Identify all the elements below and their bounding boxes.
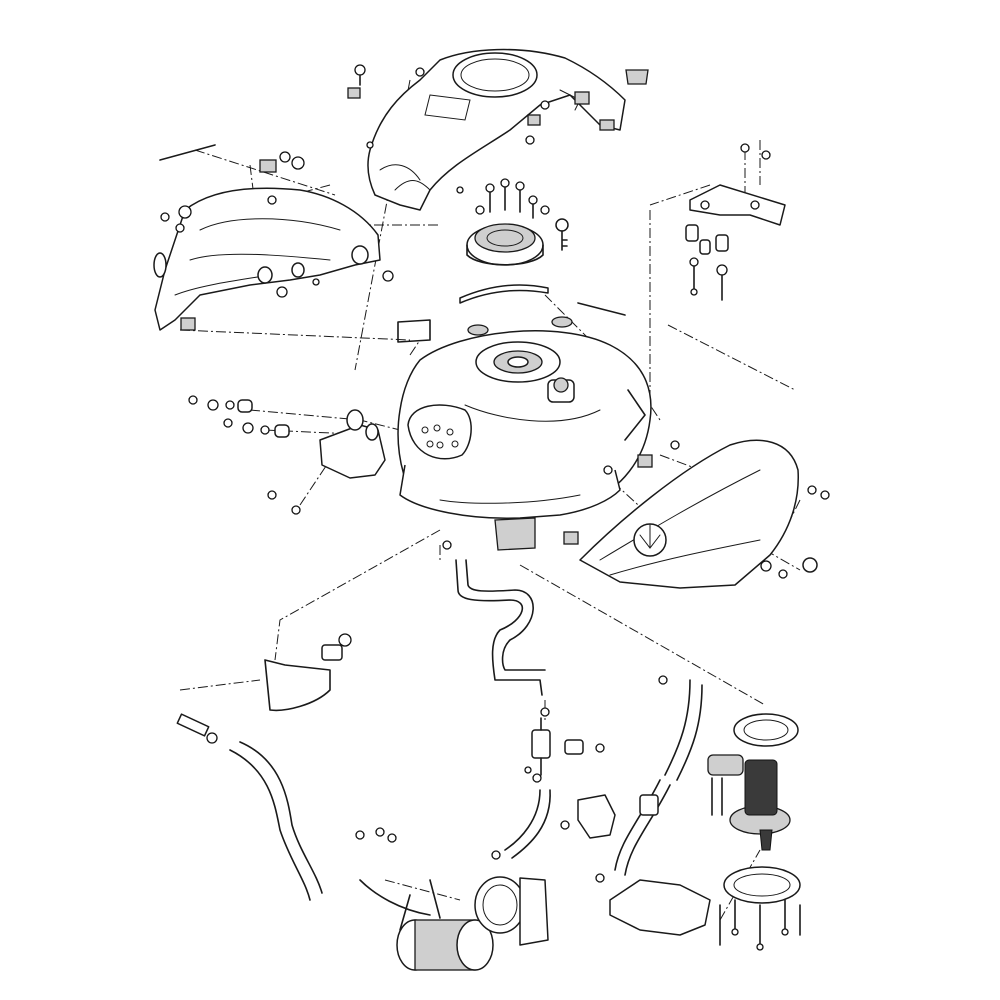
fuel-tank[interactable] xyxy=(397,316,652,551)
fuel-hose-lower[interactable] xyxy=(504,679,703,876)
left-side-cover[interactable] xyxy=(153,187,381,331)
cover-screws-top xyxy=(347,64,649,194)
hose-clamp-left[interactable] xyxy=(264,633,352,712)
tank-rubber-strip xyxy=(459,284,549,304)
lower-guard-bracket[interactable] xyxy=(609,879,711,936)
hose-clips xyxy=(442,540,668,883)
tank-top-cover[interactable] xyxy=(367,48,626,211)
bracket-dampers xyxy=(685,224,729,301)
key-icon xyxy=(555,218,569,251)
rear-mount-bracket[interactable] xyxy=(689,143,786,226)
fuel-pump-assembly[interactable] xyxy=(707,754,791,851)
right-cover-fasteners xyxy=(563,389,830,579)
tank-front-mount[interactable] xyxy=(188,395,386,515)
fuel-filter[interactable] xyxy=(531,717,605,776)
pump-bracket[interactable] xyxy=(560,794,659,839)
right-side-cover[interactable] xyxy=(579,439,799,589)
left-trim-strip xyxy=(159,144,216,161)
fuel-pump-gasket[interactable] xyxy=(733,713,799,747)
charcoal-canister[interactable] xyxy=(355,827,494,971)
left-cover-fasteners xyxy=(160,151,394,331)
canister-bracket[interactable] xyxy=(359,876,549,946)
tank-trim-strip-left xyxy=(397,319,431,343)
fuel-pump-retainer[interactable] xyxy=(719,866,801,951)
tank-trim-strip-right xyxy=(577,302,626,316)
vent-hose[interactable] xyxy=(455,559,546,696)
overflow-hose[interactable] xyxy=(176,713,323,901)
fuel-cap-assembly[interactable] xyxy=(466,178,550,266)
